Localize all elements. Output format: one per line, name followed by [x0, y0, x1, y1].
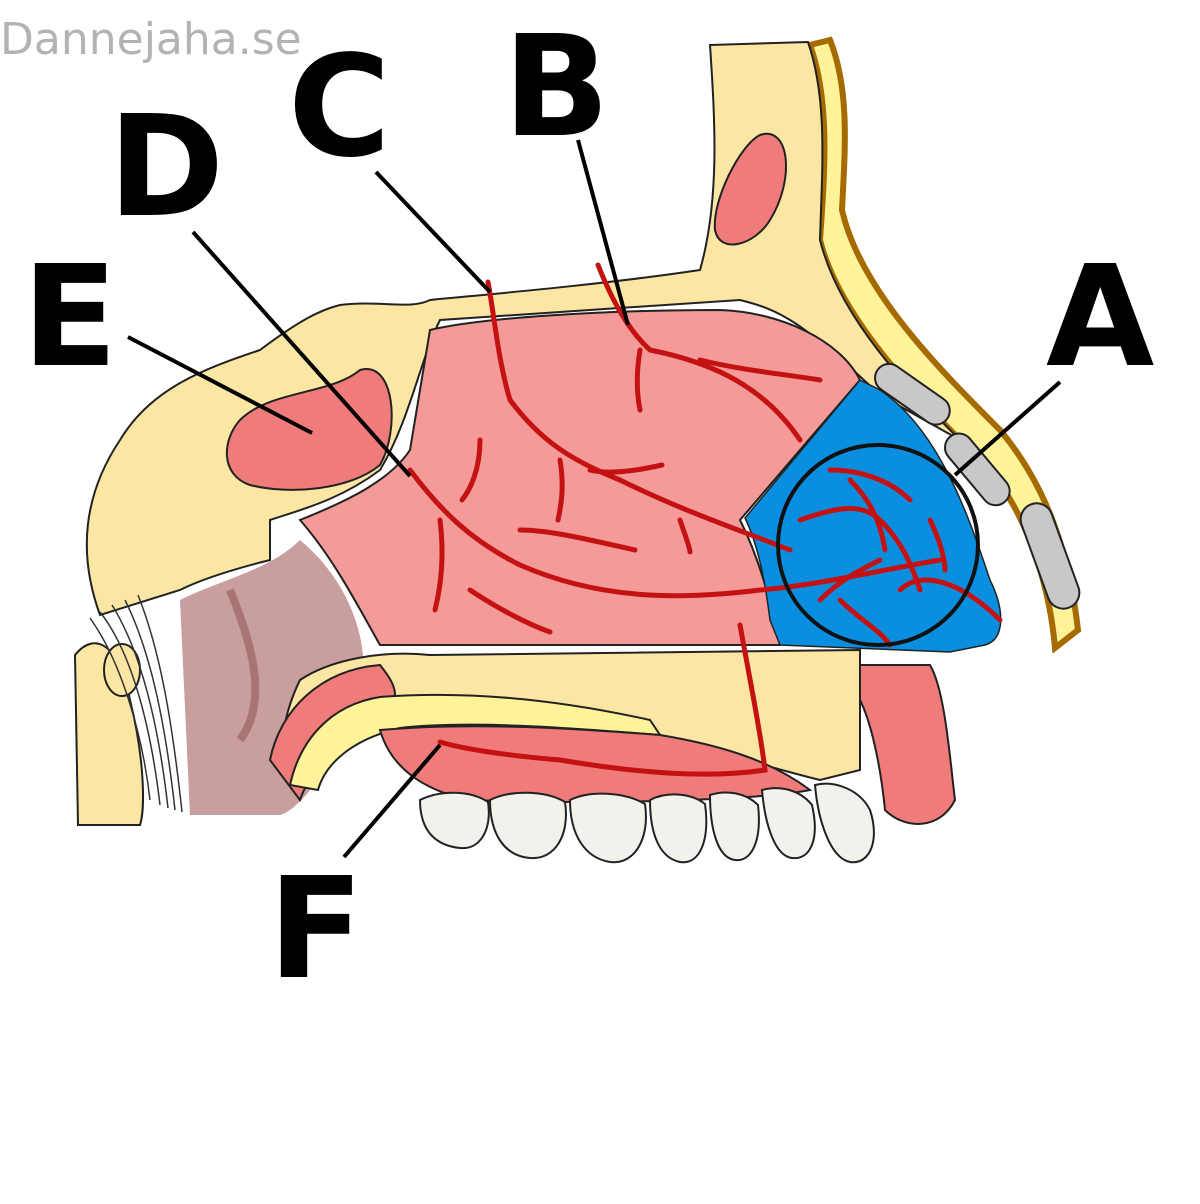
label-c: C [288, 26, 391, 189]
label-b: B [503, 6, 610, 169]
leader-lines [127, 139, 1062, 859]
label-e: E [22, 236, 118, 399]
label-f: F [268, 848, 364, 1011]
nasal-cartilages [874, 362, 1081, 610]
palate-submucosa [288, 693, 662, 792]
upper-lip [859, 664, 957, 825]
kiesselbach-circle [776, 443, 980, 647]
watermark: Dannejaha.se [0, 14, 302, 65]
blood-vessels [407, 262, 1003, 777]
teeth [418, 782, 875, 864]
label-a: A [1046, 236, 1155, 399]
pharynx-fold [226, 588, 260, 743]
frontal-sinus [713, 132, 787, 246]
label-d: D [108, 86, 225, 249]
ligament-fibers [89, 594, 183, 813]
